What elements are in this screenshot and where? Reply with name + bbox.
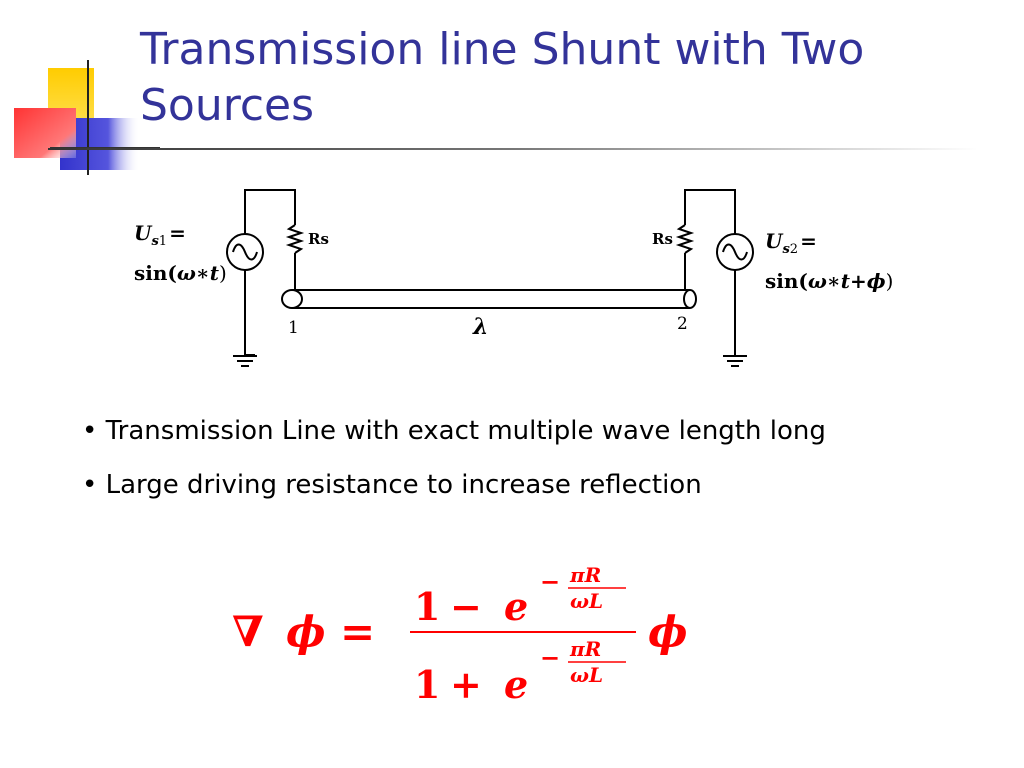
ground-right-icon: [723, 330, 747, 367]
line-end-right: [683, 289, 697, 309]
numerator-exp-sign: −: [540, 567, 560, 596]
formula-nabla: ∇: [232, 607, 264, 656]
resistor-left-label: Rs: [308, 230, 329, 248]
denominator-exp-sign: −: [540, 643, 560, 672]
denominator-exp-den: ωL: [570, 663, 603, 687]
denominator-plus: +: [450, 662, 482, 707]
line-wavelength-label: λ: [472, 314, 488, 340]
circuit-diagram: Rs Rs 1 2 λ Us1= sin(ω∗t) Us2= sin(ω∗t+ϕ…: [134, 189, 893, 367]
denominator-one: 1: [414, 662, 440, 707]
formula-rhs-phi: ϕ: [648, 607, 688, 656]
formula-equals: =: [340, 607, 375, 656]
bullet-list: Transmission Line with exact multiple wa…: [82, 412, 902, 520]
svg-text:Us1=: Us1=: [134, 221, 186, 249]
node-right-label: 2: [677, 314, 688, 334]
resistor-right-label: Rs: [652, 230, 673, 248]
denominator-e: e: [504, 662, 528, 707]
resistor-left-zigzag: [285, 224, 305, 254]
bullet-item: Transmission Line with exact multiple wa…: [82, 412, 902, 450]
node-left-label: 1: [288, 318, 299, 338]
resistor-right-zigzag: [675, 224, 695, 254]
ground-left-icon: [233, 330, 257, 367]
denominator-exp-num: πR: [569, 637, 601, 661]
deco-red-square: [14, 108, 76, 158]
numerator-minus: −: [450, 584, 482, 629]
svg-text:sin(ω∗t): sin(ω∗t): [134, 261, 227, 285]
numerator-exp-den: ωL: [570, 589, 603, 613]
corner-decoration: [14, 60, 160, 175]
numerator-e: e: [504, 584, 528, 629]
bullet-item: Large driving resistance to increase ref…: [82, 466, 902, 504]
svg-text:Us2=: Us2=: [765, 229, 817, 257]
reflection-formula: ∇ ϕ = 1 − e − πR ωL 1 + e − πR ωL ϕ: [232, 563, 688, 707]
svg-text:sin(ω∗t+ϕ): sin(ω∗t+ϕ): [765, 269, 893, 293]
title-divider: [48, 148, 978, 150]
numerator-exp-num: πR: [569, 563, 601, 587]
source-2-equation: Us2= sin(ω∗t+ϕ): [765, 229, 893, 293]
numerator-one: 1: [414, 584, 440, 629]
slide-title: Transmission line Shunt with Two Sources: [140, 24, 865, 131]
line-end-left: [281, 289, 303, 309]
formula-phi: ϕ: [286, 607, 326, 656]
source-1-equation: Us1= sin(ω∗t): [134, 221, 227, 285]
